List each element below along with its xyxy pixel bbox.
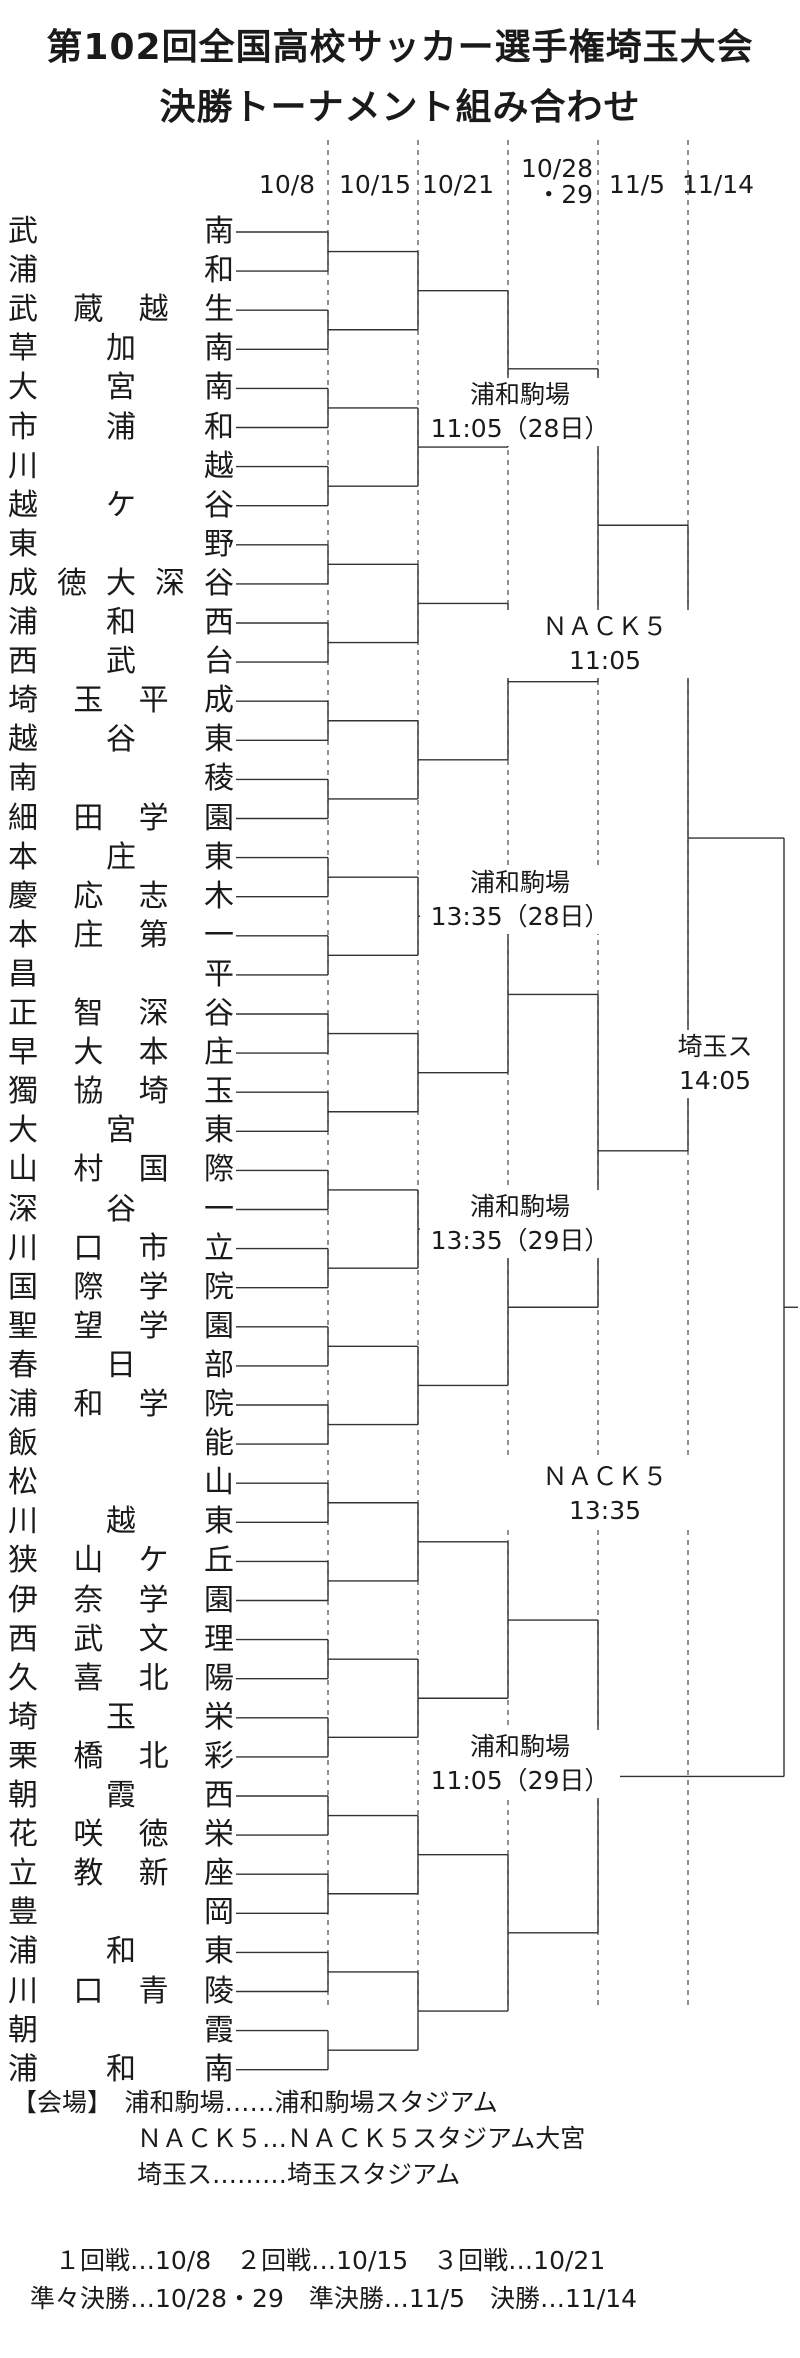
team-name: 豊岡 <box>8 1895 234 1931</box>
venue-name: 浦和駒場 <box>469 1732 570 1761</box>
team-name: 昌平 <box>8 956 234 992</box>
team-name: 浦和南 <box>8 2051 234 2087</box>
team-name: 南稜 <box>8 761 234 797</box>
team-name: 大宮東 <box>8 1113 234 1149</box>
team-name: 細田学園 <box>8 800 234 836</box>
team-name: 狭山ケ丘 <box>8 1543 234 1579</box>
team-name: 成徳大深谷 <box>8 565 234 601</box>
date-quarterfinal: 10/28 ・29 <box>520 154 593 209</box>
venue-time: 11:05（28日） <box>430 414 610 443</box>
legend-round-line: 準々決勝…10/28・29 準決勝…11/5 決勝…11/14 <box>30 2284 638 2313</box>
venue-time: 14:05 <box>678 1066 752 1095</box>
team-name: 深谷一 <box>8 1191 234 1227</box>
team-name: 松山 <box>8 1465 234 1501</box>
date-round1: 10/8 <box>258 170 316 199</box>
team-name: 久喜北陽 <box>8 1660 234 1696</box>
team-name: 伊奈学園 <box>8 1582 234 1618</box>
team-name: 浦和東 <box>8 1934 234 1970</box>
team-name: 西武台 <box>8 644 234 680</box>
team-name: 聖望学園 <box>8 1308 234 1344</box>
venue-name: 浦和駒場 <box>469 380 570 409</box>
legend-venue-line: 埼玉ス………埼玉スタジアム <box>12 2160 461 2189</box>
team-name: 慶応志木 <box>8 878 234 914</box>
date-final: 11/14 <box>681 170 755 199</box>
team-name: 浦和 <box>8 253 234 289</box>
team-name: 川口青陵 <box>8 1973 234 2009</box>
team-name: 武蔵越生 <box>8 292 234 328</box>
team-name: 栗橋北彩 <box>8 1738 234 1774</box>
venue-final: 埼玉ス 14:05 <box>660 1030 770 1098</box>
team-name: 春日部 <box>8 1347 234 1383</box>
venue-name: 浦和駒場 <box>469 868 570 897</box>
page-title: 第102回全国高校サッカー選手権埼玉大会 <box>46 27 754 68</box>
venue-time: 13:35 <box>568 1496 642 1525</box>
venue-time: 13:35（29日） <box>430 1226 610 1255</box>
team-name: 川越 <box>8 448 234 484</box>
team-name: 東野 <box>8 526 234 562</box>
venue-time: 13:35（28日） <box>430 902 610 931</box>
team-name: 山村国際 <box>8 1152 234 1188</box>
venue-qf4: 浦和駒場 11:05（29日） <box>420 1730 620 1798</box>
team-name: 大宮南 <box>8 370 234 406</box>
team-name: 本庄東 <box>8 839 234 875</box>
venue-name: ＮＡＣＫ５ <box>542 1462 668 1491</box>
venue-qf1: 浦和駒場 11:05（28日） <box>420 378 620 446</box>
venue-name: 浦和駒場 <box>469 1192 570 1221</box>
venue-time: 11:05（29日） <box>430 1766 610 1795</box>
team-name: 川口市立 <box>8 1230 234 1266</box>
team-name: 浦和学院 <box>8 1387 234 1422</box>
venue-sf2: ＮＡＣＫ５ 13:35 <box>505 1460 705 1528</box>
team-name: 草加南 <box>8 331 234 367</box>
team-name: 武南 <box>8 214 234 249</box>
legend-venue-line: 【会場】 浦和駒場……浦和駒場スタジアム <box>12 2088 498 2117</box>
team-name: 国際学院 <box>8 1269 234 1305</box>
team-name: 市浦和 <box>8 409 234 445</box>
team-name: 越谷東 <box>8 722 234 758</box>
team-name: 埼玉栄 <box>8 1699 234 1735</box>
venue-name: ＮＡＣＫ５ <box>542 612 668 641</box>
team-name: 西武文理 <box>8 1621 234 1657</box>
venue-time: 11:05 <box>568 646 642 675</box>
team-name: 朝霞西 <box>8 1778 234 1813</box>
venue-qf3: 浦和駒場 13:35（29日） <box>420 1190 620 1258</box>
legend-round-line: １回戦…10/8 ２回戦…10/15 ３回戦…10/21 <box>30 2246 606 2275</box>
date-semifinal: 11/5 <box>608 170 666 199</box>
venue-qf2: 浦和駒場 13:35（28日） <box>420 866 620 934</box>
team-name: 早大本庄 <box>8 1035 234 1071</box>
team-name: 飯能 <box>8 1426 234 1462</box>
date-round2: 10/15 <box>338 170 412 199</box>
team-name: 朝霞 <box>8 2012 234 2048</box>
team-name: 正智深谷 <box>8 996 234 1031</box>
team-name: 花咲徳栄 <box>8 1817 234 1853</box>
venue-sf1: ＮＡＣＫ５ 11:05 <box>505 610 705 678</box>
team-name: 本庄第一 <box>8 917 234 953</box>
team-name: 埼玉平成 <box>8 683 234 719</box>
team-name: 越ケ谷 <box>8 487 234 523</box>
team-name: 川越東 <box>8 1504 234 1540</box>
legend-venue-line: ＮＡＣＫ５…ＮＡＣＫ５スタジアム大宮 <box>12 2124 586 2153</box>
team-name: 獨協埼玉 <box>8 1074 234 1110</box>
venue-name: 埼玉ス <box>677 1032 753 1061</box>
team-name: 浦和西 <box>8 605 234 640</box>
date-round3: 10/21 <box>421 170 495 199</box>
team-name: 立教新座 <box>8 1856 234 1892</box>
page-subtitle: 決勝トーナメント組み合わせ <box>159 87 641 128</box>
